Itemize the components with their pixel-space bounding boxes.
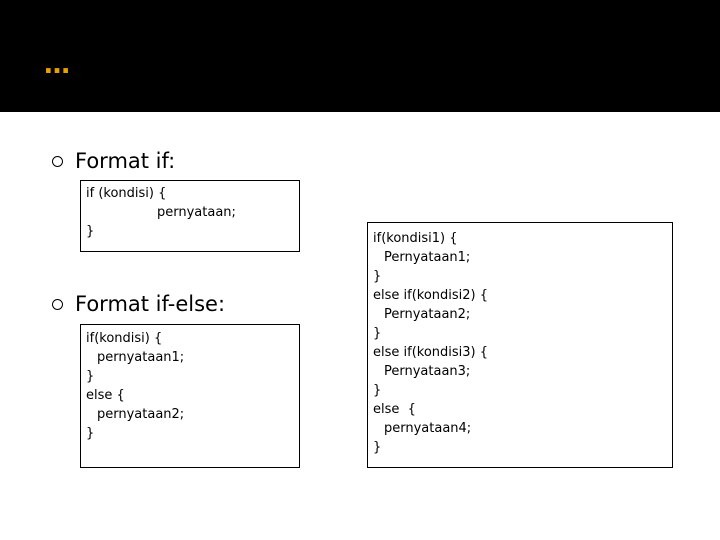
code-line: } bbox=[86, 224, 95, 239]
title-bar: … bbox=[0, 0, 720, 112]
code-line: } bbox=[373, 326, 382, 341]
code-line: Pernyataan3; bbox=[384, 364, 471, 379]
code-box-else-if: if(kondisi1) { Pernyataan1; } else if(ko… bbox=[367, 222, 673, 468]
code-line: } bbox=[373, 383, 382, 398]
code-line: } bbox=[86, 426, 95, 441]
bullet-format-if: Format if: bbox=[52, 149, 175, 173]
code-line: Pernyataan2; bbox=[384, 307, 471, 322]
code-line: else { bbox=[86, 388, 125, 403]
code-line: pernyataan; bbox=[157, 205, 236, 220]
bullet-format-if-else: Format if-else: bbox=[52, 292, 225, 316]
code-line: else { bbox=[373, 402, 416, 417]
code-line: if (kondisi) { bbox=[86, 186, 167, 201]
code-line: } bbox=[373, 269, 382, 284]
code-line: } bbox=[373, 440, 382, 455]
code-line: if(kondisi) { bbox=[86, 331, 163, 346]
bullet-label: Format if-else: bbox=[75, 292, 226, 316]
bullet-label: Format if: bbox=[75, 149, 176, 173]
code-line: else if(kondisi2) { bbox=[373, 288, 489, 303]
code-box-if-else: if(kondisi) { pernyataan1; } else { pern… bbox=[80, 324, 300, 468]
slide-title: … bbox=[44, 50, 71, 80]
code-line: pernyataan4; bbox=[384, 421, 472, 436]
code-line: } bbox=[86, 369, 95, 384]
code-line: if(kondisi1) { bbox=[373, 231, 458, 246]
title-divider bbox=[0, 112, 720, 116]
code-line: pernyataan2; bbox=[97, 407, 185, 422]
code-box-if: if (kondisi) { pernyataan; } bbox=[80, 180, 300, 252]
code-line: else if(kondisi3) { bbox=[373, 345, 489, 360]
circle-bullet-icon bbox=[52, 298, 63, 310]
code-line: pernyataan1; bbox=[97, 350, 185, 365]
circle-bullet-icon bbox=[52, 155, 63, 167]
code-line: Pernyataan1; bbox=[384, 250, 471, 265]
